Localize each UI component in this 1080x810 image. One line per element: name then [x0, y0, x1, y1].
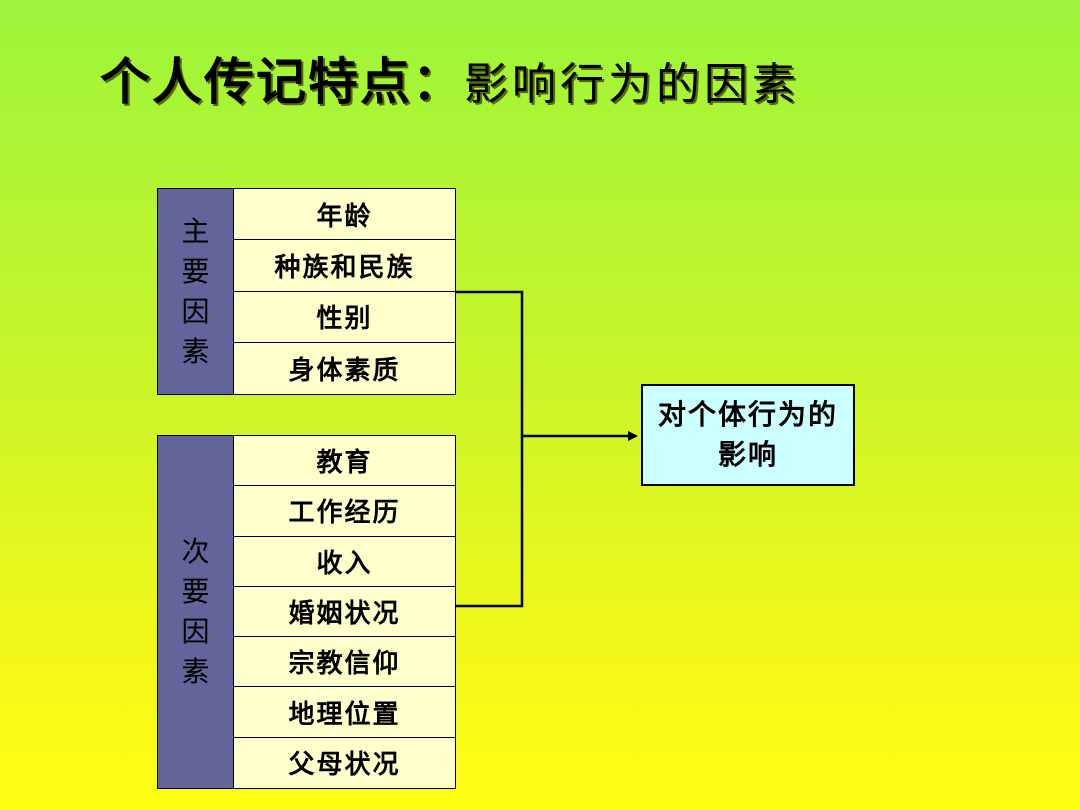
label-char: 素 [181, 334, 210, 368]
label-char: 主 [181, 214, 210, 248]
factor-item: 收入 [234, 536, 455, 587]
factor-item: 种族和民族 [234, 240, 455, 292]
label-char: 因 [181, 615, 210, 648]
outcome-text: 对个体行为的影响 [657, 398, 838, 471]
label-char: 要 [181, 254, 210, 288]
factor-item: 婚姻状况 [234, 586, 455, 638]
slide-title: 个人传记特点： 影响行为的因素 [100, 42, 800, 122]
primary-factors-list: 年龄 种族和民族 性别 身体素质 [234, 189, 455, 394]
factor-item: 地理位置 [234, 687, 455, 738]
secondary-factors-group: 次 要 因 素 教育 工作经历 收入 婚姻状况 宗教信仰 地理位置 父母状况 [157, 435, 456, 789]
factor-item: 宗教信仰 [234, 637, 455, 688]
bracket-line [456, 290, 524, 608]
label-char: 素 [181, 655, 210, 688]
title-sub: 影响行为的因素 [464, 59, 800, 110]
factor-item: 性别 [234, 291, 455, 343]
label-char: 要 [181, 575, 210, 608]
label-char: 因 [181, 294, 210, 328]
secondary-factors-label: 次 要 因 素 [158, 436, 234, 788]
outcome-box: 对个体行为的影响 [641, 384, 855, 486]
factor-item: 工作经历 [234, 486, 455, 537]
primary-factors-group: 主 要 因 素 年龄 种族和民族 性别 身体素质 [157, 188, 456, 395]
secondary-factors-list: 教育 工作经历 收入 婚姻状况 宗教信仰 地理位置 父母状况 [234, 436, 455, 788]
factor-item: 年龄 [234, 189, 455, 241]
factor-item: 身体素质 [234, 342, 455, 394]
factor-item: 父母状况 [234, 737, 455, 788]
factor-item: 教育 [234, 436, 455, 487]
title-main: 个人传记特点： [100, 53, 464, 111]
label-char: 次 [181, 535, 210, 568]
primary-factors-label: 主 要 因 素 [158, 189, 234, 394]
